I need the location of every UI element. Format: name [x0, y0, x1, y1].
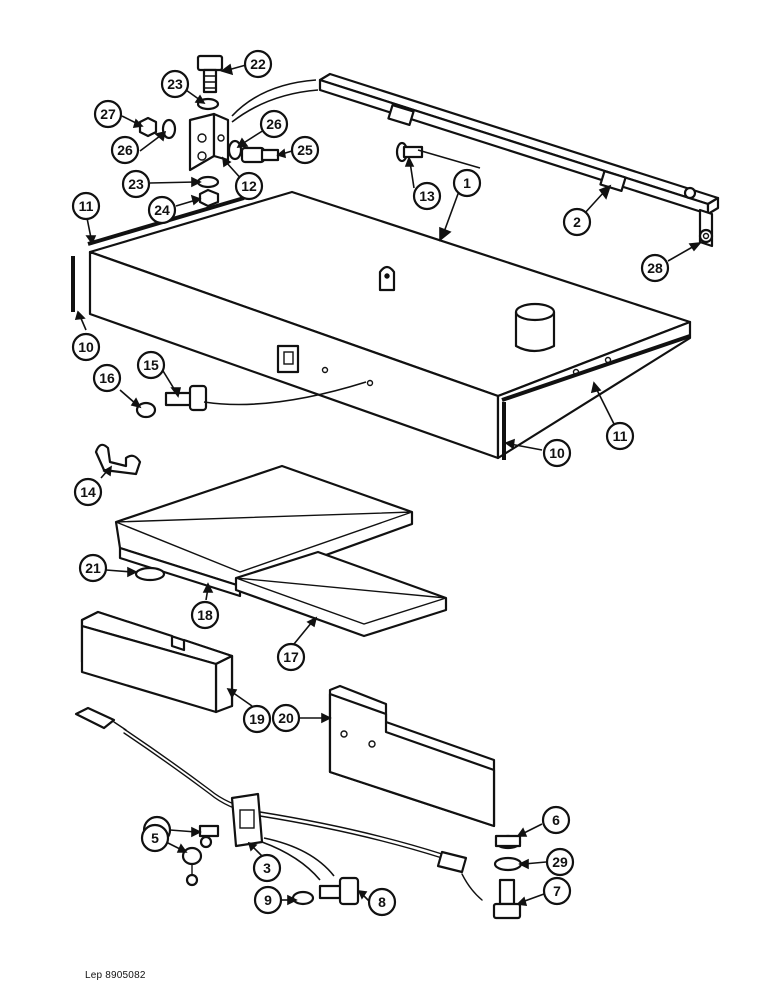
- callout-28: 28: [640, 253, 670, 283]
- handle-14: [94, 443, 142, 476]
- svg-text:11: 11: [613, 428, 628, 444]
- pad-18: [114, 464, 414, 598]
- svg-text:23: 23: [128, 176, 144, 192]
- callout-9: 9: [253, 885, 283, 915]
- callout-16: 16: [92, 363, 122, 393]
- svg-text:9: 9: [264, 892, 272, 908]
- bolt-8: [318, 876, 360, 906]
- block-20: [328, 684, 496, 828]
- bolt-22: [196, 54, 224, 94]
- bolt-15: [164, 384, 208, 412]
- washer-29: [493, 856, 523, 872]
- svg-text:25: 25: [297, 142, 313, 158]
- callout-10-right: 10: [542, 438, 572, 468]
- terminal-4: [198, 824, 220, 849]
- nut-24: [198, 188, 220, 208]
- svg-text:8: 8: [378, 894, 386, 910]
- washer-16: [135, 401, 157, 419]
- svg-text:24: 24: [154, 202, 170, 218]
- frame-bar: [318, 72, 720, 248]
- svg-text:15: 15: [143, 357, 159, 373]
- svg-text:13: 13: [419, 188, 435, 204]
- callout-20: 20: [271, 703, 301, 733]
- svg-text:23: 23: [167, 76, 183, 92]
- nut-6: [494, 834, 522, 850]
- callout-8: 8: [367, 887, 397, 917]
- callout-27: 27: [93, 99, 123, 129]
- callout-12: 12: [234, 171, 264, 201]
- block-19: [80, 610, 234, 714]
- callout-7: 7: [542, 876, 572, 906]
- svg-text:3: 3: [263, 860, 271, 876]
- cover-box: [71, 190, 692, 460]
- callout-26-left: 26: [110, 135, 140, 165]
- callout-1: 1: [452, 168, 482, 198]
- callout-11-left: 11: [71, 191, 101, 221]
- svg-text:10: 10: [549, 445, 565, 461]
- svg-text:17: 17: [283, 649, 299, 665]
- callout-21: 21: [78, 553, 108, 583]
- svg-text:28: 28: [647, 260, 663, 276]
- pad-17: [234, 550, 448, 638]
- washer-9: [291, 890, 315, 906]
- washer-21: [134, 566, 166, 582]
- svg-text:14: 14: [80, 484, 96, 500]
- svg-text:16: 16: [99, 370, 115, 386]
- bracket-12: [188, 112, 230, 172]
- terminal-5: [181, 846, 203, 887]
- svg-text:19: 19: [249, 711, 265, 727]
- callout-14: 14: [73, 477, 103, 507]
- svg-text:26: 26: [117, 142, 133, 158]
- svg-text:10: 10: [78, 339, 94, 355]
- callout-18: 18: [190, 600, 220, 630]
- svg-text:20: 20: [278, 710, 294, 726]
- callout-17: 17: [276, 642, 306, 672]
- svg-text:27: 27: [100, 106, 116, 122]
- callout-3: 3: [252, 853, 282, 883]
- svg-text:12: 12: [241, 178, 257, 194]
- svg-text:6: 6: [552, 812, 560, 828]
- callout-22: 22: [243, 49, 273, 79]
- svg-text:5: 5: [151, 830, 159, 846]
- callout-26-right: 26: [259, 109, 289, 139]
- bolt-25: [240, 146, 280, 164]
- svg-text:21: 21: [85, 560, 101, 576]
- callout-13: 13: [412, 181, 442, 211]
- assembly-leaders: [203, 79, 481, 881]
- washer-26-left: [161, 118, 177, 140]
- svg-text:22: 22: [250, 56, 266, 72]
- callout-19: 19: [242, 704, 272, 734]
- svg-text:1: 1: [463, 175, 471, 191]
- callout-25: 25: [290, 135, 320, 165]
- callout-15: 15: [136, 350, 166, 380]
- callout-24: 24: [147, 195, 177, 225]
- svg-text:7: 7: [553, 883, 561, 899]
- nut-27: [138, 116, 158, 138]
- callout-23-lower: 23: [121, 169, 151, 199]
- svg-text:29: 29: [552, 854, 568, 870]
- callout-5: 5: [140, 823, 170, 853]
- callout-2: 2: [562, 207, 592, 237]
- callout-11-right: 11: [605, 421, 635, 451]
- drawing-reference: Lep 8905082: [85, 970, 146, 981]
- svg-text:26: 26: [266, 116, 282, 132]
- callout-6: 6: [541, 805, 571, 835]
- callout-10-left: 10: [71, 332, 101, 362]
- bolt-7: [492, 878, 522, 920]
- callout-23-upper: 23: [160, 69, 190, 99]
- svg-text:18: 18: [197, 607, 213, 623]
- callout-29: 29: [545, 847, 575, 877]
- svg-text:2: 2: [573, 214, 581, 230]
- svg-text:11: 11: [79, 198, 94, 214]
- screw-13: [395, 141, 424, 163]
